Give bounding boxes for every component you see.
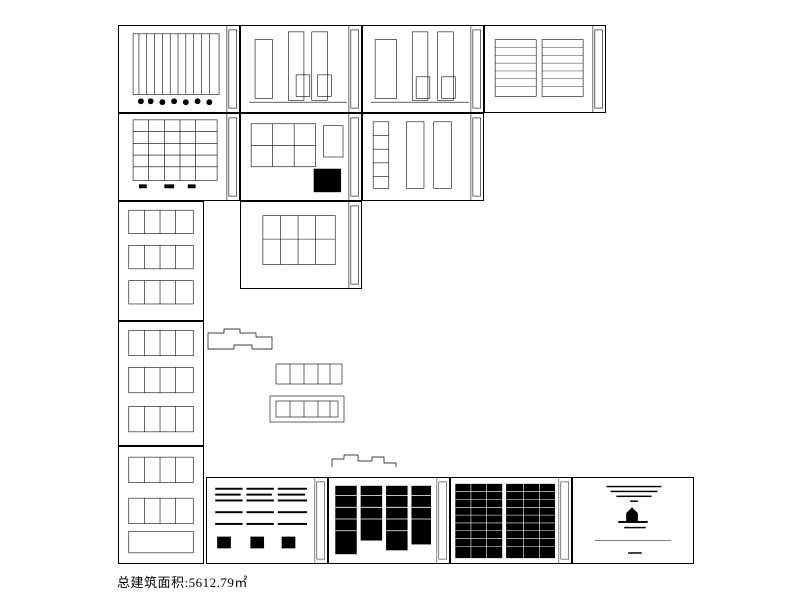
section-drawing: [372, 114, 481, 200]
notes-drawing: [335, 478, 447, 563]
plan-fragment-lower: [269, 395, 345, 423]
sheet-floor-plan-2[interactable]: [240, 201, 362, 289]
sheet-notes-2[interactable]: [328, 477, 450, 564]
total-area-caption: 总建筑面积:5612.79㎡: [117, 575, 248, 590]
sheet-floor-plan-1[interactable]: [240, 113, 362, 201]
elevation-drawing: [132, 114, 237, 200]
plan-drawing: [262, 202, 359, 288]
section-drawing: [249, 26, 359, 112]
sheet-schedule-table[interactable]: [450, 477, 572, 564]
sheet-left-plans-3[interactable]: [118, 446, 204, 564]
sheet-stair-section[interactable]: [362, 113, 484, 201]
cover-drawing: [594, 485, 672, 554]
sheet-front-elevation[interactable]: [118, 25, 240, 113]
site-outline-fragment: [207, 328, 273, 350]
sheet-notes-1[interactable]: [206, 477, 328, 564]
elevation-drawing: [494, 26, 603, 112]
table-drawing: [455, 478, 569, 563]
sheet-side-elevation[interactable]: [118, 113, 240, 201]
sheet-left-plans-1[interactable]: [118, 201, 204, 321]
sheet-section-b[interactable]: [362, 25, 484, 113]
plan-drawing: [250, 114, 359, 200]
plan-drawing: [128, 456, 194, 554]
sheet-section-a[interactable]: [240, 25, 362, 113]
sheet-rear-elevation[interactable]: [484, 25, 606, 113]
roof-outline-fragment: [331, 454, 397, 467]
sheet-cover[interactable]: [572, 477, 694, 564]
sheet-left-plans-2[interactable]: [118, 321, 204, 446]
plan-fragment-upper: [275, 363, 343, 385]
section-drawing: [371, 26, 481, 112]
notes-drawing: [215, 478, 325, 563]
plan-drawing: [128, 209, 194, 305]
elevation-drawing: [132, 26, 237, 112]
plan-drawing: [128, 329, 194, 433]
